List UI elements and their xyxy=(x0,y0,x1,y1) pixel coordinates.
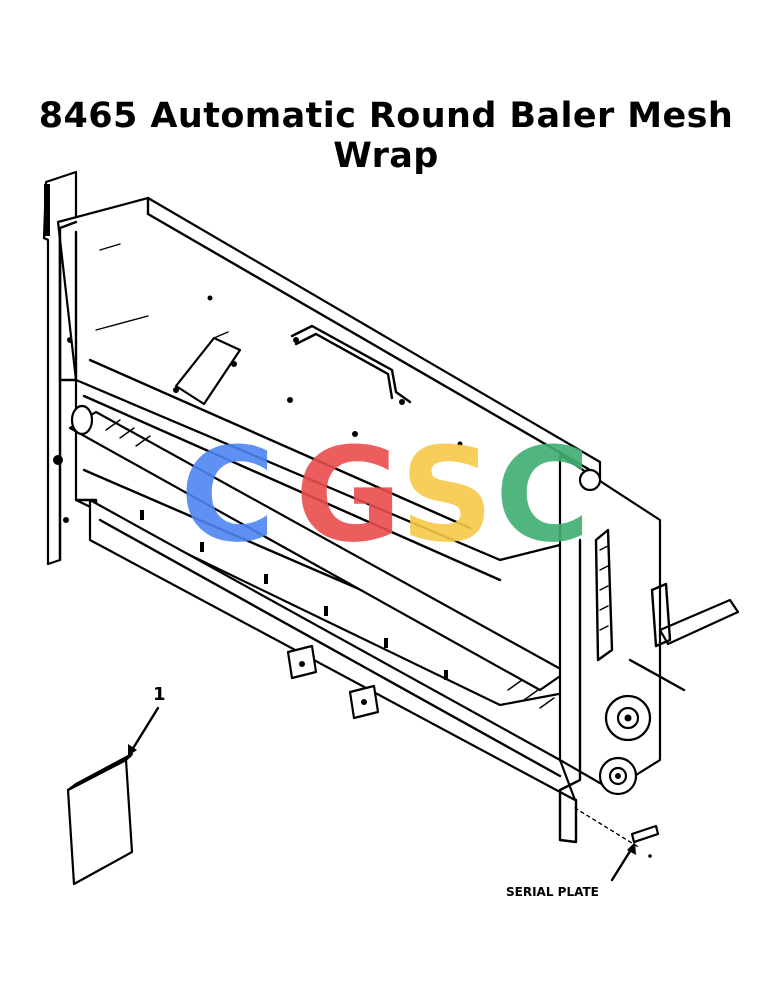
mesh-wrap-assembly xyxy=(42,170,740,844)
serial-plate xyxy=(574,807,660,858)
deflector-plate xyxy=(174,331,242,406)
watermark-letter-c2: C xyxy=(495,419,590,571)
watermark-letter-c1: C xyxy=(180,419,275,571)
lower-mount-tabs xyxy=(286,644,380,720)
watermark-letter-s: S xyxy=(400,419,494,571)
callout-1-label: 1 xyxy=(153,684,166,705)
callout-item-1: 1 xyxy=(128,684,166,756)
watermark-logo: C G S C xyxy=(180,419,590,571)
operator-manual-booklet xyxy=(66,752,134,886)
drive-pulley-upper xyxy=(604,694,652,742)
serial-plate-label: SERIAL PLATE xyxy=(506,885,599,899)
top-cover xyxy=(56,196,602,562)
release-lever xyxy=(628,582,740,692)
cover-handle xyxy=(290,324,412,405)
page-title: 8465 Automatic Round Baler Mesh Wrap xyxy=(38,96,734,176)
drive-pulley-lower xyxy=(598,756,638,796)
watermark-letter-g: G xyxy=(295,419,402,571)
callout-serial-plate: SERIAL PLATE xyxy=(506,842,636,899)
